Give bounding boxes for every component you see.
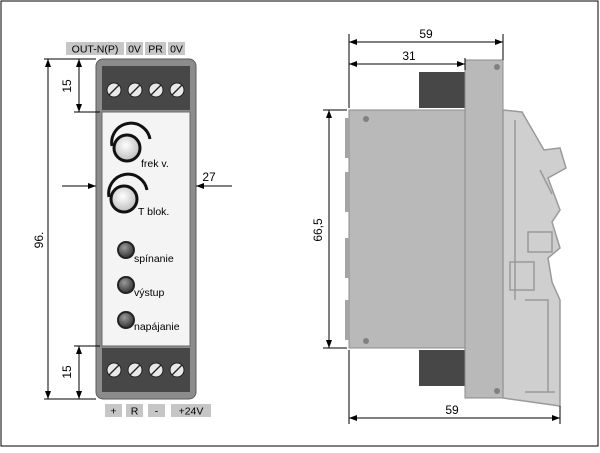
side-dimensions: 59 31 66,5 59 <box>311 27 561 424</box>
dim-depth-front: 27 <box>202 170 216 184</box>
front-view: OUT-N(P) 0V PR 0V frek v. <box>32 42 232 418</box>
bottom-label-bg-1 <box>126 404 143 417</box>
bottom-screws <box>106 362 185 378</box>
knob-label-0: frek v. <box>141 158 169 170</box>
top-label-bg-0 <box>66 42 124 55</box>
led-switching: spínanie <box>117 241 174 265</box>
top-screw-2 <box>148 82 164 98</box>
side-rivet-3 <box>494 64 500 70</box>
top-screw-3 <box>169 82 185 98</box>
top-terminal-label-2: PR <box>148 44 163 56</box>
knob-2[interactable] <box>109 184 139 214</box>
knob-label-1: T blok. <box>138 206 169 218</box>
side-rear <box>464 59 504 399</box>
bottom-terminal-labels: + R - +24V <box>105 404 211 418</box>
dim-side-height: 66,5 <box>311 218 325 242</box>
side-notch-4 <box>345 300 350 340</box>
led-icon-0 <box>117 241 135 259</box>
knob-block-time[interactable]: T blok. <box>107 172 170 218</box>
led-output: výstup <box>117 276 165 299</box>
dim-side-partial: 31 <box>402 49 416 63</box>
bottom-screw-3 <box>169 362 185 378</box>
top-screw-1 <box>127 82 143 98</box>
bottom-screw-2 <box>148 362 164 378</box>
top-screw-0 <box>106 82 122 98</box>
knob-1[interactable] <box>112 133 142 163</box>
bottom-label-bg-3 <box>171 404 211 417</box>
led-label-1: výstup <box>134 287 165 299</box>
led-icon-2 <box>117 311 135 329</box>
bottom-terminal-label-1: R <box>131 406 139 418</box>
side-rivet-2 <box>363 338 369 344</box>
side-rivet-4 <box>494 388 500 394</box>
dim-side-top-width: 59 <box>419 27 433 41</box>
side-notch-2 <box>345 172 350 212</box>
dim-side-bottom-width: 59 <box>445 403 459 417</box>
side-bottom-connector <box>419 350 465 386</box>
dim-top-terminal: 15 <box>60 79 74 93</box>
top-screws <box>106 82 185 98</box>
bottom-label-bg-2 <box>148 404 165 417</box>
top-label-bg-2 <box>145 42 166 55</box>
top-label-bg-3 <box>168 42 185 55</box>
bottom-screw-0 <box>106 362 122 378</box>
bottom-terminal-label-0: + <box>110 406 116 418</box>
side-top-connector <box>419 72 465 108</box>
led-label-2: napájanie <box>134 321 180 333</box>
side-view: 59 31 66,5 59 <box>311 27 567 424</box>
dim-bottom-terminal: 15 <box>60 365 74 379</box>
top-label-bg-1 <box>126 42 143 55</box>
top-terminal-label-0: OUT-N(P) <box>72 44 119 56</box>
led-icon-1 <box>117 276 135 294</box>
din-rail-clip <box>502 109 567 407</box>
side-notch-1 <box>345 118 350 158</box>
knob-scale-arc-1 <box>110 121 152 147</box>
bottom-terminal-label-2: - <box>155 406 159 418</box>
bottom-label-bg-0 <box>105 404 122 417</box>
knob-frequency[interactable]: frek v. <box>110 121 169 170</box>
front-dimensions: 96. 15 15 27 <box>32 58 232 400</box>
top-terminal-label-3: 0V <box>170 44 183 56</box>
bottom-terminal-label-3: +24V <box>179 406 204 418</box>
knob-scale-arc-2 <box>107 172 149 198</box>
side-rivet-1 <box>363 116 369 122</box>
bottom-screw-1 <box>127 362 143 378</box>
dim-front-height: 96. <box>32 232 46 249</box>
side-body <box>348 109 466 349</box>
top-terminal-label-1: 0V <box>128 44 141 56</box>
side-notch-3 <box>345 238 350 278</box>
led-power: napájanie <box>117 311 180 333</box>
led-label-0: spínanie <box>134 253 174 265</box>
din-rail-clip-details <box>509 120 555 393</box>
top-terminal-labels: OUT-N(P) 0V PR 0V <box>66 42 185 56</box>
